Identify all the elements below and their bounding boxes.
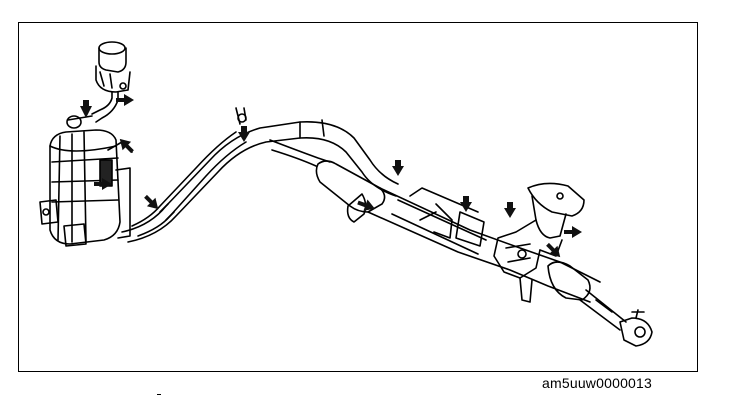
arrow-icon (392, 160, 404, 176)
return-hose (131, 131, 331, 237)
arrow-icon (564, 226, 582, 238)
stray-mark (157, 394, 161, 396)
tie-rod-end (619, 309, 653, 347)
electric-pump-motor (39, 115, 133, 247)
image-code: am5uuw0000013 (542, 375, 653, 391)
arrow-icon (80, 100, 92, 118)
arrow-icon (144, 194, 159, 210)
arrow-icon (116, 94, 134, 106)
arrow-icon (504, 202, 516, 218)
arrow-icon (546, 242, 561, 258)
reservoir-tank (91, 41, 131, 123)
gear-valve-body (493, 182, 585, 303)
arrow-icon (460, 196, 472, 212)
arrow-icon (119, 138, 134, 154)
pressure-hose (121, 107, 399, 243)
arrow-icon (238, 126, 250, 142)
inspection-arrows (80, 94, 582, 258)
arrow-icon (94, 178, 112, 190)
tie-rod (547, 261, 627, 331)
steering-gear-housing (315, 160, 601, 303)
arrow-icon (357, 199, 375, 211)
